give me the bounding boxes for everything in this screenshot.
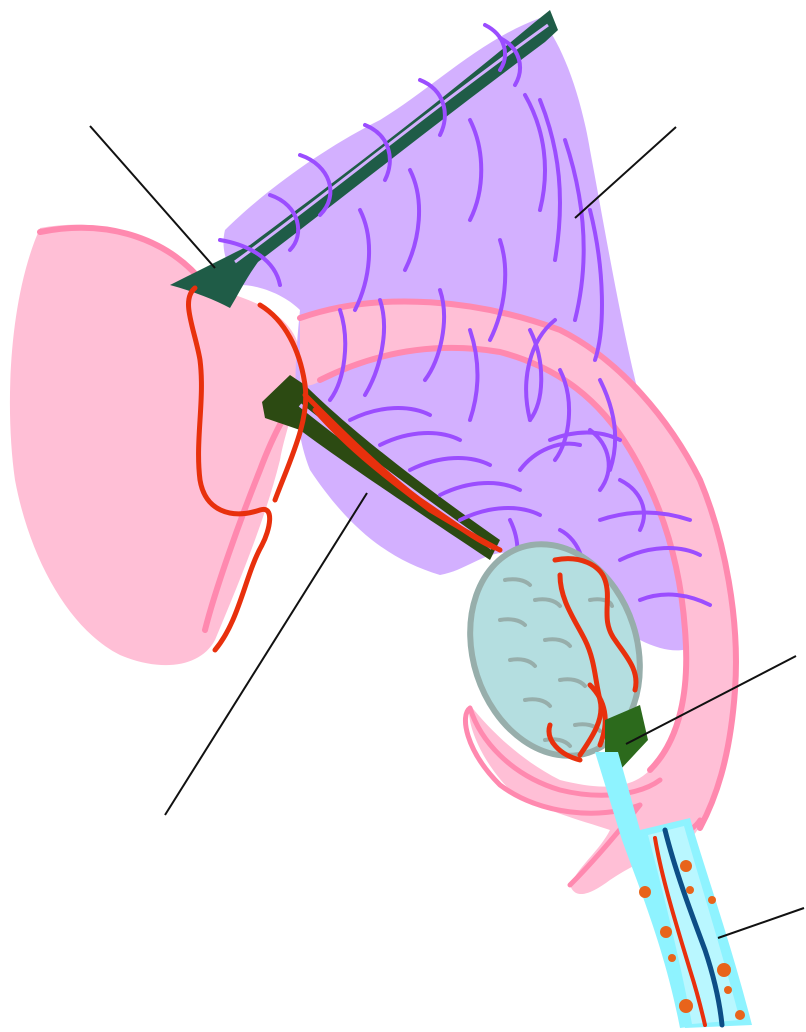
leader-line-5 xyxy=(718,908,804,938)
pink-lobe xyxy=(10,225,300,666)
